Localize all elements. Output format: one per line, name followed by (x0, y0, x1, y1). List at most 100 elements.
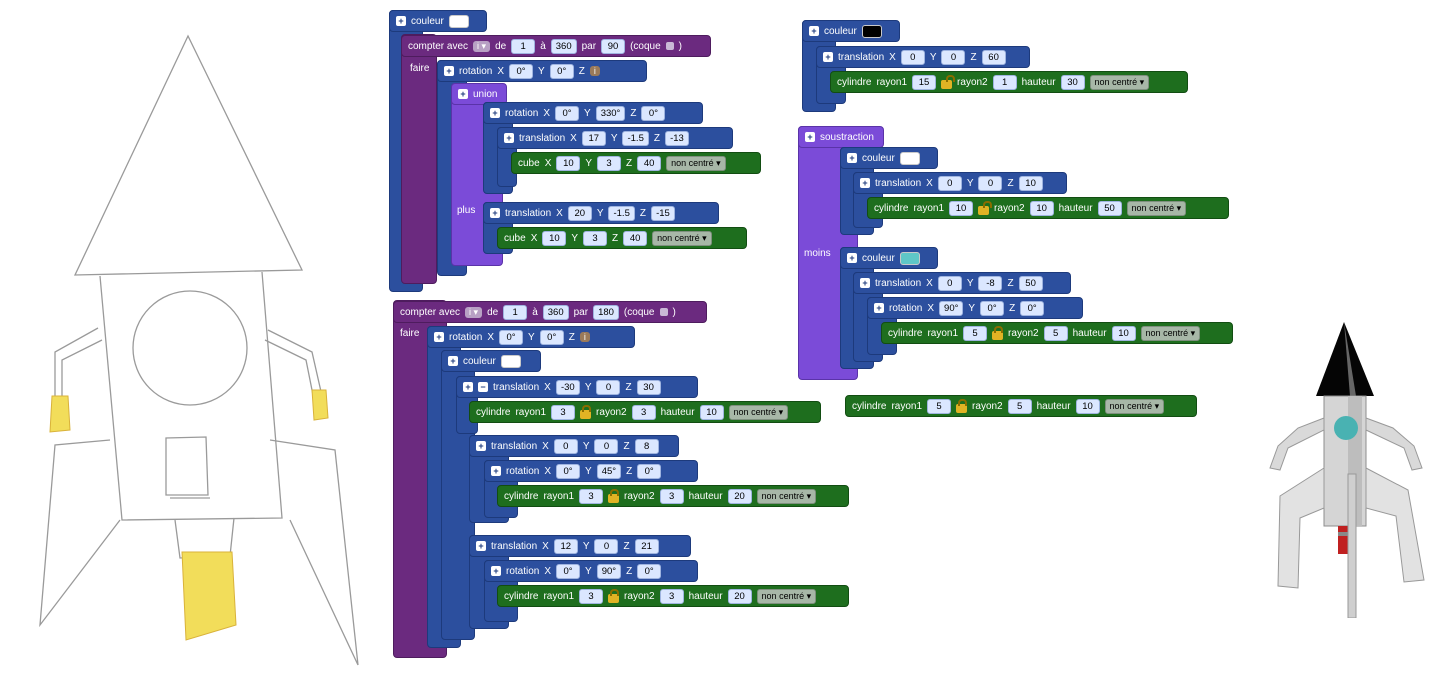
rayon1-field[interactable]: 15 (912, 74, 937, 90)
trans-y-field[interactable]: 0 (594, 538, 619, 554)
loop-header-2[interactable]: compter avec i ▾ de 1 à 360 par 180 (coq… (393, 301, 707, 323)
expand-icon[interactable]: + (809, 26, 819, 36)
hauteur-field[interactable]: 10 (1111, 325, 1136, 341)
expand-icon[interactable]: + (874, 303, 884, 313)
trans-z-field[interactable]: -13 (664, 130, 689, 146)
color-swatch-teal[interactable] (899, 251, 920, 265)
centre-dropdown[interactable]: non centré ▾ (1089, 74, 1150, 90)
couleur-header-4[interactable]: + couleur (840, 147, 938, 169)
rayon1-field[interactable]: 5 (927, 398, 952, 414)
expand-icon[interactable]: + (805, 132, 815, 142)
rot-x-field[interactable]: 0° (499, 329, 524, 345)
rot-z-field[interactable]: 0° (637, 563, 662, 579)
rot-z-var[interactable]: i (589, 66, 600, 76)
lock-icon[interactable] (956, 398, 968, 413)
rayon2-field[interactable]: 3 (631, 404, 656, 420)
rayon1-field[interactable]: 5 (963, 325, 988, 341)
hauteur-field[interactable]: 10 (699, 404, 724, 420)
expand-icon[interactable]: + (448, 356, 458, 366)
lock-icon[interactable] (608, 488, 620, 503)
expand-icon[interactable]: + (396, 16, 406, 26)
couleur-header-1[interactable]: + couleur (389, 10, 487, 32)
expand-icon[interactable]: + (490, 208, 500, 218)
expand-icon[interactable]: + (847, 253, 857, 263)
trans-x-field[interactable]: 0 (937, 175, 962, 191)
cube-z-field[interactable]: 40 (623, 230, 648, 246)
expand-icon[interactable]: + (434, 332, 444, 342)
cube-x-field[interactable]: 10 (556, 155, 581, 171)
unlock-icon[interactable] (941, 74, 956, 89)
hauteur-field[interactable]: 20 (727, 488, 752, 504)
loop-variable[interactable]: i ▾ (465, 306, 483, 318)
rot-y-field[interactable]: 0° (980, 300, 1005, 316)
centre-dropdown[interactable]: non centré ▾ (1126, 200, 1187, 216)
loop-header-1[interactable]: compter avec i ▾ de 1 à 360 par 90 (coqu… (401, 35, 711, 57)
centre-dropdown[interactable]: non centré ▾ (756, 488, 817, 504)
hauteur-field[interactable]: 20 (727, 588, 752, 604)
expand-icon[interactable]: + (476, 441, 486, 451)
expand-icon[interactable]: + (504, 133, 514, 143)
soustraction-header[interactable]: + soustraction (798, 126, 884, 148)
expand-icon[interactable]: + (476, 541, 486, 551)
rot-y-field[interactable]: 0° (549, 63, 574, 79)
trans-z-field[interactable]: 8 (634, 438, 659, 454)
cube-y-field[interactable]: 3 (583, 230, 608, 246)
trans-y-field[interactable]: -1.5 (608, 205, 635, 221)
rot-z-field[interactable]: 0° (1020, 300, 1045, 316)
expand-icon[interactable]: + (491, 466, 501, 476)
couleur-header-2[interactable]: + couleur (441, 350, 541, 372)
trans-z-field[interactable]: 21 (634, 538, 659, 554)
trans-z-field[interactable]: 50 (1018, 275, 1043, 291)
expand-icon[interactable]: + (860, 278, 870, 288)
rayon1-field[interactable]: 10 (949, 200, 974, 216)
trans-z-field[interactable]: 60 (981, 49, 1006, 65)
expand-icon[interactable]: + (491, 566, 501, 576)
trans-x-field[interactable]: 17 (581, 130, 606, 146)
expand-icon[interactable]: + (860, 178, 870, 188)
trans-x-field[interactable]: 0 (937, 275, 962, 291)
color-swatch-white[interactable] (899, 151, 920, 165)
loop-block-1[interactable] (401, 34, 437, 284)
centre-dropdown[interactable]: non centré ▾ (666, 155, 726, 171)
hauteur-field[interactable]: 50 (1097, 200, 1122, 216)
trans-y-field[interactable]: 0 (596, 379, 621, 395)
rayon2-field[interactable]: 5 (1043, 325, 1068, 341)
rot-x-field[interactable]: 90° (939, 300, 964, 316)
expand-icon[interactable]: + (823, 52, 833, 62)
centre-dropdown[interactable]: non centré ▾ (1104, 398, 1165, 414)
union-header[interactable]: + union (451, 83, 507, 105)
rot-y-field[interactable]: 90° (596, 563, 622, 579)
expand-icon[interactable]: + (444, 66, 454, 76)
rot-y-field[interactable]: 45° (596, 463, 622, 479)
trans-y-field[interactable]: 0 (978, 175, 1003, 191)
expand-icon[interactable]: + (490, 108, 500, 118)
rot-z-field[interactable]: 0° (641, 105, 666, 121)
expand-icon[interactable]: + (458, 89, 468, 99)
centre-dropdown[interactable]: non centré ▾ (728, 404, 789, 420)
rot-z-var[interactable]: i (579, 332, 590, 342)
rot-x-field[interactable]: 0° (556, 563, 581, 579)
rot-x-field[interactable]: 0° (556, 463, 581, 479)
hauteur-field[interactable]: 10 (1075, 398, 1100, 414)
loop-variable[interactable]: i ▾ (473, 40, 491, 52)
rayon1-field[interactable]: 3 (579, 488, 604, 504)
rot-y-field[interactable]: 0° (539, 329, 564, 345)
expand-icon[interactable]: + (847, 153, 857, 163)
trans-y-field[interactable]: 0 (594, 438, 619, 454)
hauteur-field[interactable]: 30 (1060, 74, 1085, 90)
expand-icon[interactable]: + (463, 382, 473, 392)
coque-checkbox[interactable] (659, 308, 668, 316)
